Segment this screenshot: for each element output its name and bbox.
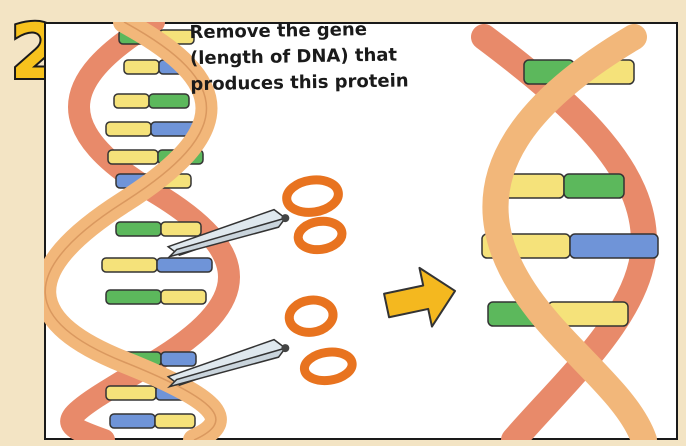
caption-line-3: produces this protein xyxy=(190,68,440,98)
right-arrow-icon xyxy=(380,262,461,335)
dna-gene-segment-right xyxy=(482,37,658,440)
step-caption: Remove the gene (length of DNA) that pro… xyxy=(189,16,440,98)
